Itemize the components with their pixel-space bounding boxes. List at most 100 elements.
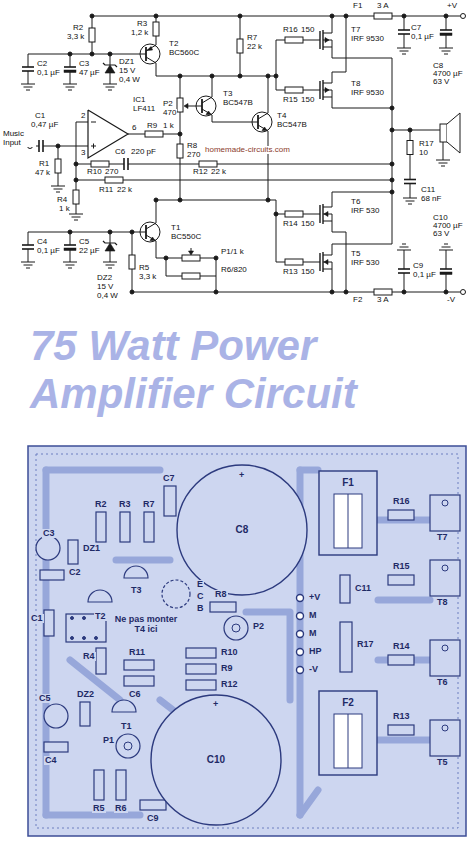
part-label: 150 [300,220,315,228]
board-label: R15 [392,562,411,571]
part-label: DZ2 [96,274,113,282]
junction-dot [90,14,94,18]
junction-dot [390,128,394,132]
part-label: BC560C [168,49,200,57]
capacitor-symbol [398,29,410,31]
wire [96,180,105,181]
resistor-outline [116,770,126,800]
ground-symbol [68,90,72,91]
part-label: R15 [282,96,299,104]
wire [332,244,392,245]
wire [446,273,447,292]
wire [200,276,216,277]
wire [312,262,320,263]
ground-symbol [26,268,30,269]
part-label: C2 [36,60,48,68]
transistor-arrow [262,127,267,131]
capacitor-outline [340,575,350,603]
part-label: 63 V [432,230,450,238]
copper-trace [70,660,120,700]
pcb-board [28,446,466,836]
resistor-symbol [145,131,163,137]
fuse-wire [348,714,349,768]
part-label: R5 [138,264,150,272]
mosfet-symbol [319,253,320,271]
wire [212,118,250,122]
board-label: C1 [30,614,44,623]
ground-symbol [442,247,451,248]
capacitor-outline [140,800,166,810]
ic-pin [83,637,86,640]
part-label: 150 [300,268,315,276]
wire [202,109,212,118]
wire [166,258,167,276]
signal-label: Music Input [2,129,36,147]
ground-symbol [397,48,411,49]
transistor-symbol [257,115,259,129]
capacitor-symbol [123,158,125,170]
ground-symbol [444,244,448,245]
fuse-symbol [374,13,392,19]
board-label: M [308,629,318,638]
part-label: 4700 µF [432,70,464,78]
resistor-outline [186,648,216,658]
part-label: 1 k [58,205,71,213]
junction-dot [154,14,158,18]
wire [332,192,392,196]
board-label: T8 [436,598,449,607]
wire [70,71,71,84]
zener-symbol [105,243,115,251]
trimmer-outline [224,616,248,640]
wire [323,244,332,255]
ground-symbol [106,265,115,266]
wire [156,36,157,42]
ground-symbol [103,262,117,263]
board-label: R14 [392,642,411,651]
part-label: C1 [34,112,46,120]
wire [250,122,258,123]
wire [323,47,332,58]
part-label: C8 [432,62,444,70]
speaker-symbol [440,124,447,142]
board-label: -V [308,665,319,674]
ground-symbol [51,186,65,187]
wire [163,134,180,135]
board-label: R7 [142,500,156,509]
ground-symbol [406,201,415,202]
part-name: C8 [235,525,250,535]
part-label: R8 [186,142,198,150]
part-label: 22 k [210,168,227,176]
part-label: R2 [72,24,84,32]
capacitor-outline: C10 [150,694,282,826]
part-label: 22 k [116,186,133,194]
board-label: HP [308,647,323,656]
resistor-symbol [129,255,135,269]
board-label: R3 [118,500,132,509]
wire [392,130,440,131]
wire [138,54,146,55]
part-label: +V [446,2,458,10]
wire [276,214,285,215]
junction-dot [390,190,394,194]
resistor-outline [210,602,236,612]
wire [202,94,212,103]
board-label: + [212,700,219,709]
wire [156,66,276,76]
board-label: C9 [146,814,160,823]
wire [84,164,91,165]
board-label: R9 [220,664,234,673]
part-label: IRF 530 [350,259,380,267]
part-label: 10 [418,149,429,157]
wire [146,57,156,66]
wire [303,214,312,215]
junction-dot [266,198,270,202]
transistor-outline [124,566,148,578]
wire [323,269,332,280]
board-label: T5 [436,758,449,767]
terminal-pad [297,649,304,656]
board-label: C5 [38,694,52,703]
wire [180,168,181,200]
wire [146,220,156,229]
resistor-symbol [285,259,303,265]
ground-symbol [444,54,448,55]
